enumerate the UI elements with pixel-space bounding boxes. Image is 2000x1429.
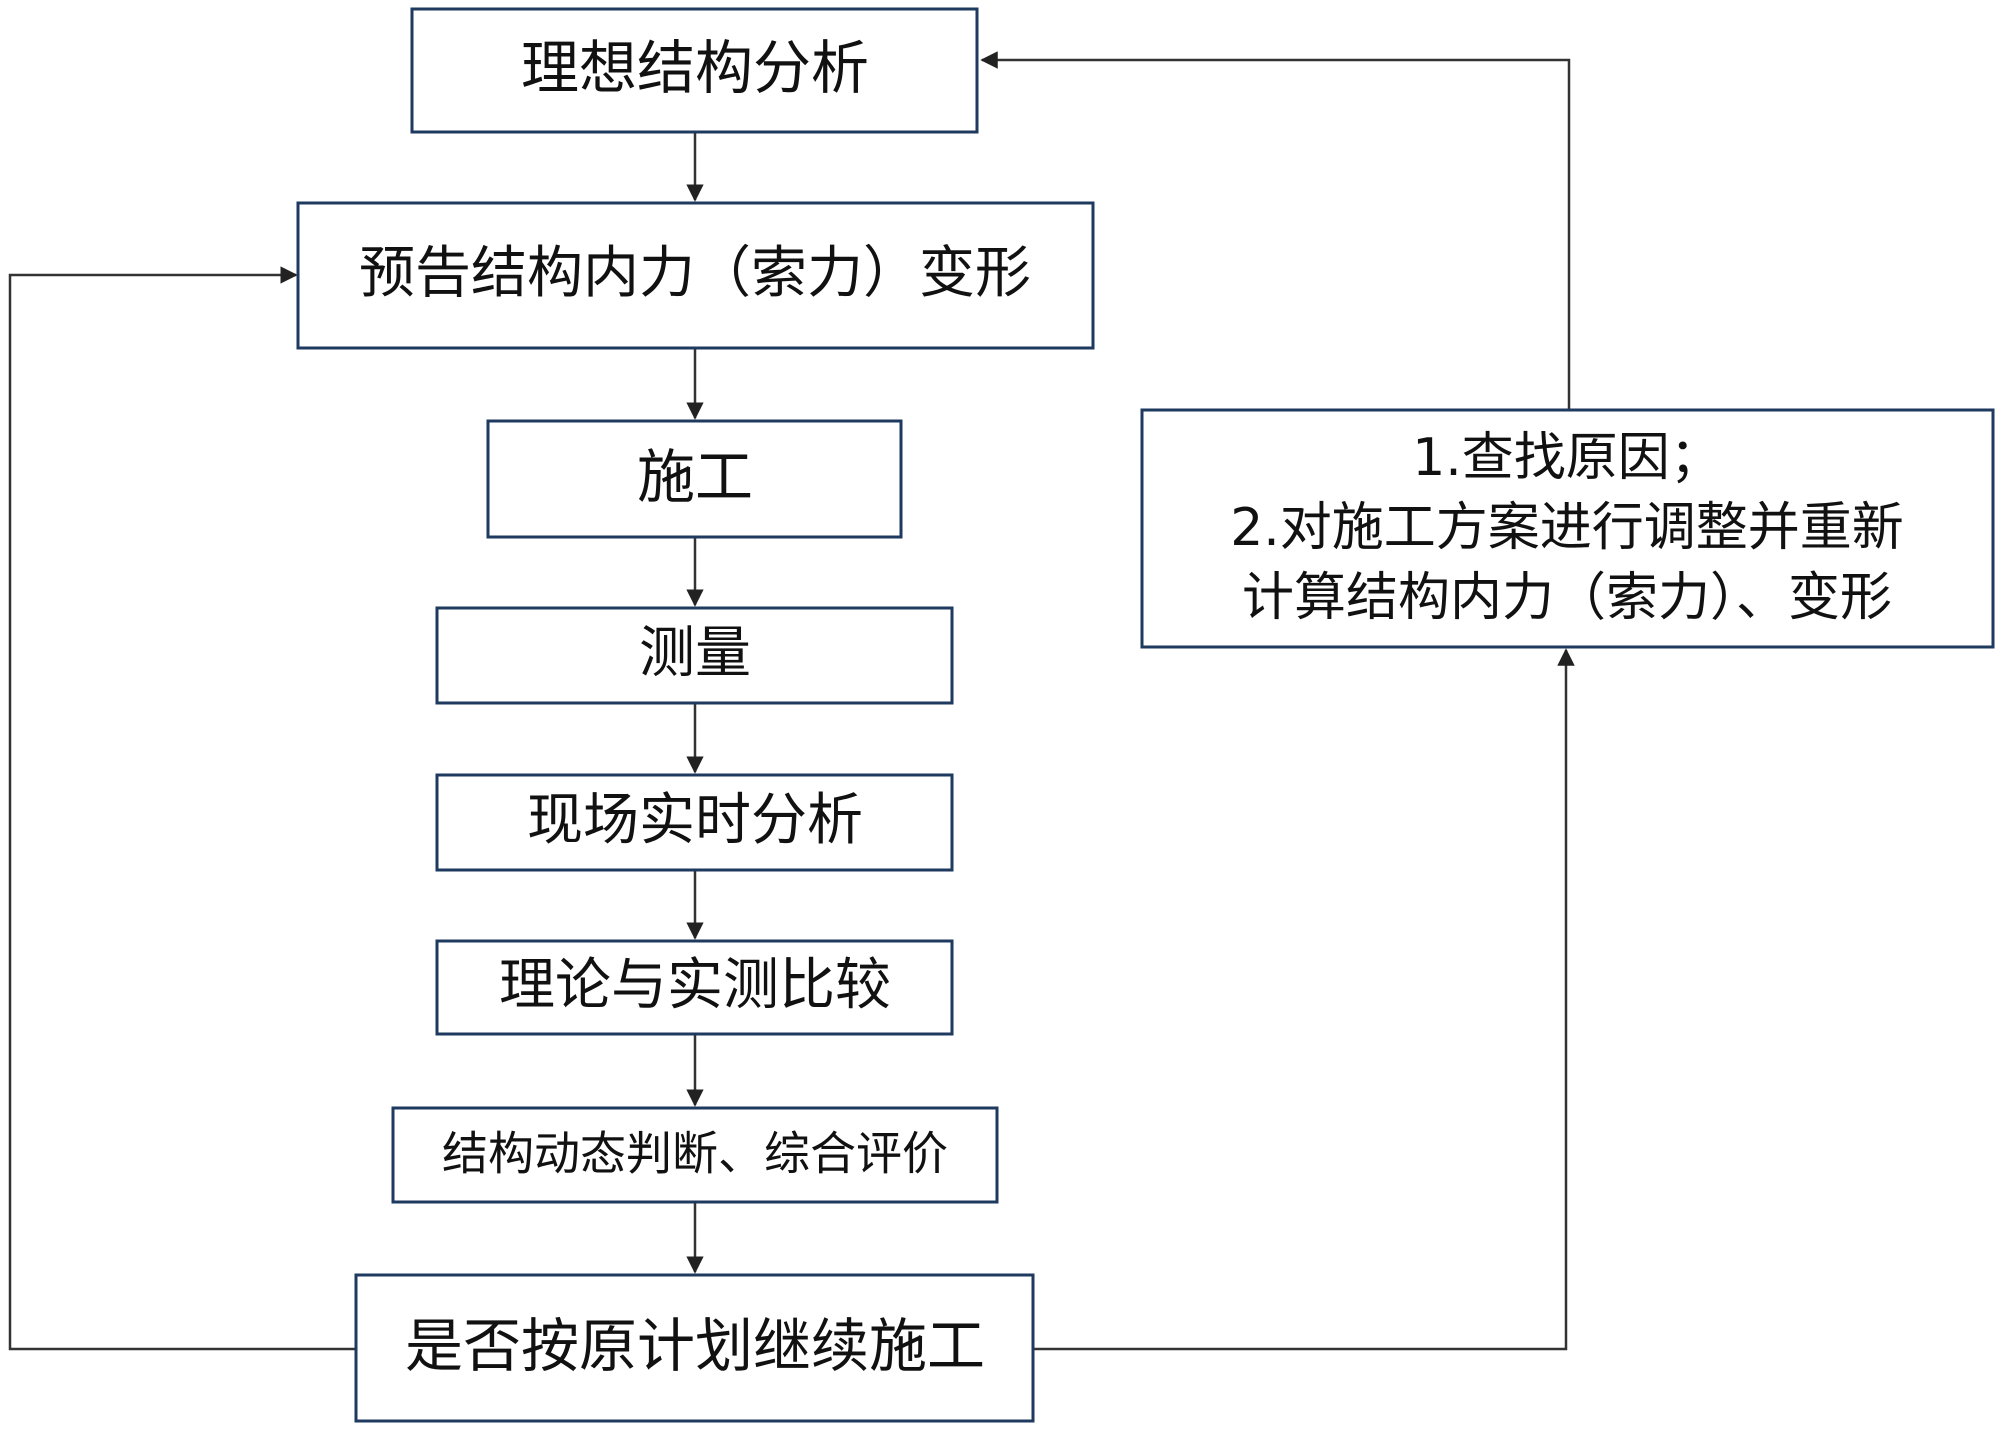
node-adjust-line-1: 1.查找原因；: [1412, 428, 1722, 488]
node-decision-label: 是否按原计划继续施工: [405, 1312, 985, 1380]
node-adjust: 1.查找原因； 2.对施工方案进行调整并重新 计算结构内力（索力）、变形: [1140, 408, 1995, 649]
node-adjust-line-2: 2.对施工方案进行调整并重新: [1230, 498, 1904, 558]
node-ideal-analysis: 理想结构分析: [410, 7, 979, 134]
arrow-decision-loop-to-forecast: [8, 266, 356, 1351]
node-compare: 理论与实测比较: [435, 939, 954, 1036]
node-judgement-label: 结构动态判断、综合评价: [442, 1127, 948, 1181]
node-construction-label: 施工: [637, 443, 753, 511]
edges: [8, 51, 1575, 1351]
node-forecast-label: 预告结构内力（索力）变形: [359, 241, 1031, 306]
node-decision: 是否按原计划继续施工: [354, 1273, 1035, 1423]
node-realtime-analysis: 现场实时分析: [435, 773, 954, 872]
node-adjust-line-3: 计算结构内力（索力）、变形: [1242, 568, 1892, 628]
arrow-decision-to-adjust: [1033, 648, 1575, 1351]
node-measurement-label: 测量: [639, 621, 751, 686]
node-compare-label: 理论与实测比较: [499, 953, 891, 1018]
node-judgement: 结构动态判断、综合评价: [391, 1106, 999, 1204]
node-ideal-analysis-label: 理想结构分析: [521, 34, 869, 102]
node-construction: 施工: [486, 419, 903, 539]
node-forecast: 预告结构内力（索力）变形: [296, 201, 1095, 350]
arrow-adjust-to-ideal: [980, 51, 1571, 410]
node-realtime-analysis-label: 现场实时分析: [527, 788, 863, 853]
node-measurement: 测量: [435, 606, 954, 705]
